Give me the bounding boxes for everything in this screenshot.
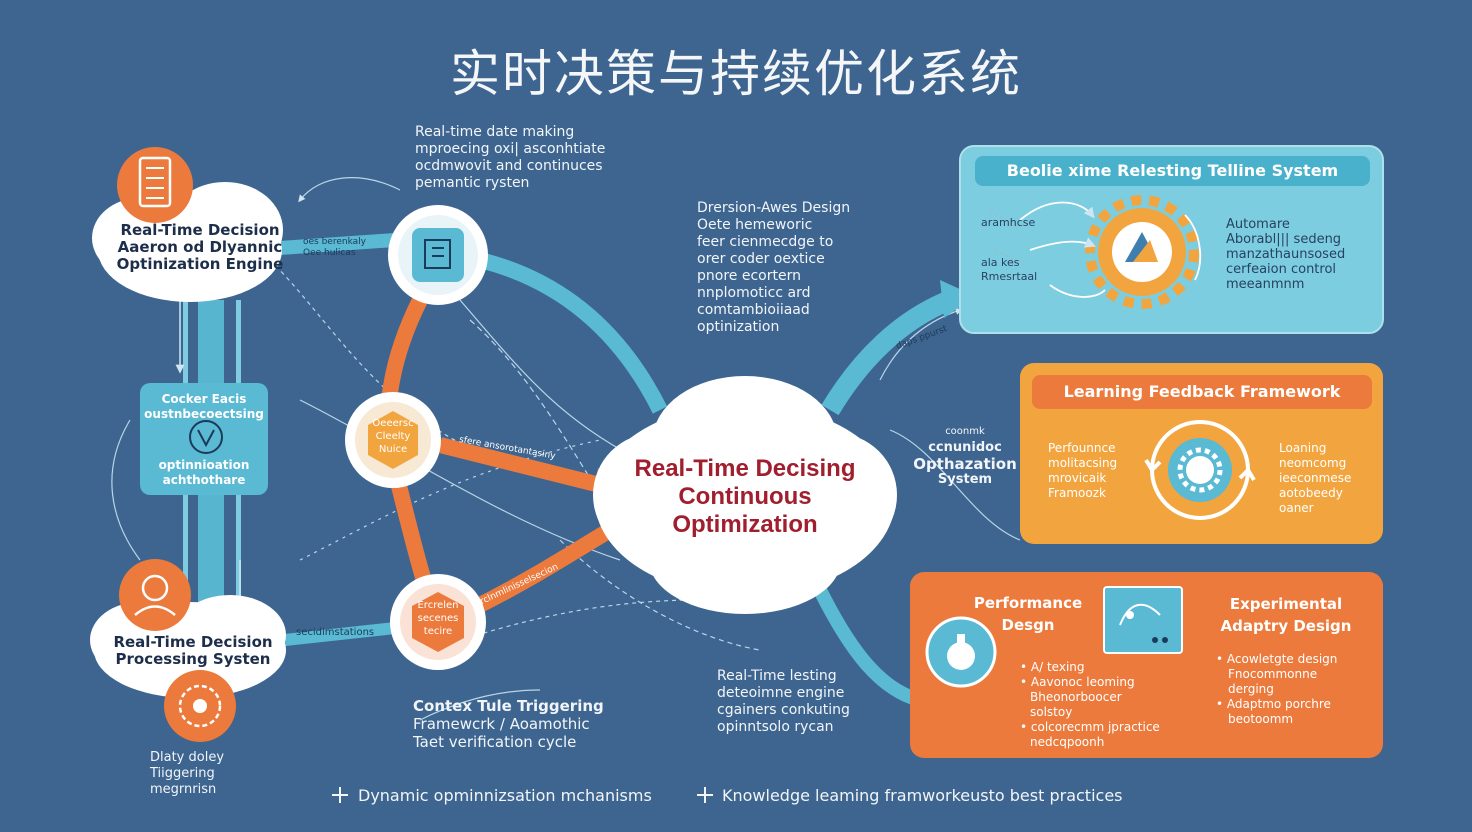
panel1-left-labels: aramhcse ala kes Rmesrtaal — [981, 216, 1038, 283]
teal-arrow-panel3 — [813, 586, 922, 707]
engine-icon-circle — [117, 147, 193, 223]
teal-arrow-engine — [279, 233, 396, 255]
panel2-shape — [1020, 363, 1383, 544]
context-box-shape — [140, 383, 268, 495]
teal-arrow-proc — [284, 622, 396, 646]
panel1-title: Beolie xime Relesting Telline System — [1006, 161, 1339, 180]
trigger-icon-circle — [164, 670, 236, 742]
teal-arrow-panel1 — [821, 290, 954, 416]
footer-right: Knowledge leaming framworkeusto best pra… — [722, 786, 1123, 805]
panel2-title: Learning Feedback Framework — [1063, 382, 1341, 401]
context-trigger-note: Contex Tule Triggering Framewcrk / Aoamo… — [413, 697, 604, 751]
processing-icon-circle — [119, 559, 191, 631]
panel3-shape — [910, 572, 1383, 758]
mid-node-shape — [345, 392, 441, 488]
footer-plus-icons — [332, 787, 713, 803]
page-title: 实时决策与持续优化系统 — [450, 45, 1022, 103]
footer-left: Dynamic opminnizsation mchanisms — [358, 786, 652, 805]
panel3-right-bullets: • Acowletgte design Fnocommonne derging … — [1216, 652, 1338, 726]
panel3-left-bullets: • A/ texing • Aavonoc leoming Bheonorboo… — [1020, 660, 1160, 749]
panel1-shape — [959, 145, 1384, 334]
low-node-shape — [390, 574, 486, 670]
orange-arrow-low — [466, 523, 615, 618]
orange-arrow-mid — [438, 437, 602, 493]
center-cloud-shape — [593, 376, 897, 614]
optimization-label: coonmk ccnunidoc Opthazation System — [913, 426, 1017, 487]
processing-arrow-label: secidimstations — [296, 627, 375, 638]
flow-lines — [111, 177, 1021, 721]
teal-arc-top — [478, 252, 668, 414]
top-node-shape — [388, 205, 488, 305]
